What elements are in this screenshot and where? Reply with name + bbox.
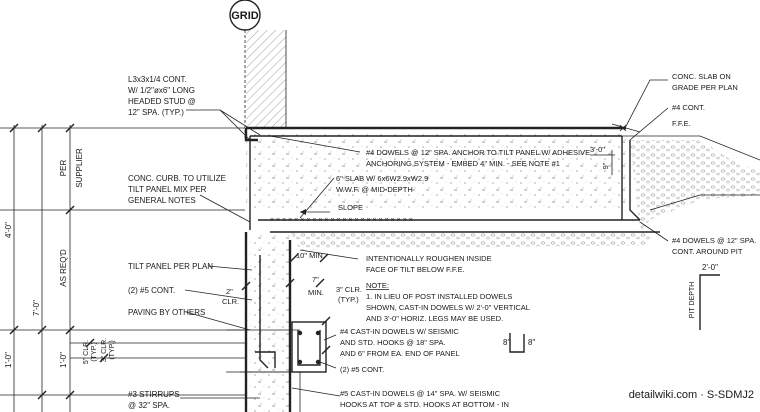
note-slab-0: 6" SLAB W/ 6x6W2.9xW2.9 (336, 174, 428, 183)
grid-marker: GRID (229, 0, 261, 140)
note-min7a: 7" (312, 275, 319, 284)
dim-1ft-a: 1'-0" (4, 352, 13, 368)
note-curb-1: TILT PANEL MIX PER (128, 185, 207, 194)
footing (226, 232, 331, 412)
note-castin4-2: AND 6" FROM EA. END OF PANEL (340, 349, 460, 358)
note-slope: SLOPE (338, 203, 363, 212)
dim-1ft-b: 1'-0" (59, 352, 68, 368)
note-angle-1: W/ 1/2"øx6" LONG (128, 86, 195, 95)
note-stirrups-0: #3 STIRRUPS (128, 390, 180, 399)
note-angle-0: L3x3x1/4 CONT. (128, 75, 187, 84)
note-roughen-1: FACE OF TILT BELOW F.F.E. (366, 265, 465, 274)
pit-depth-hook: 2'-0" PIT DEPTH (689, 263, 720, 330)
note-cont5: (2) #5 CONT. (128, 286, 175, 295)
note-castin4-0: #4 CAST-IN DOWELS W/ SEISMIC (340, 327, 459, 336)
note-dowels-pit-1: CONT. AROUND PIT (672, 247, 743, 256)
dim-supplier: SUPPLIER (75, 148, 84, 188)
note-castin5-1: HOOKS AT TOP & STD. HOOKS AT BOTTOM - IN (340, 400, 509, 409)
note-line-2: AND 3'-0" HORIZ. LEGS MAY BE USED. (366, 314, 503, 323)
tilt-panel-upper (246, 30, 287, 130)
note-angle-3: 12" SPA. (TYP.) (128, 108, 184, 117)
note-cont5b: (2) #5 CONT. (340, 365, 384, 374)
dim-per: PER (59, 160, 68, 177)
dim-3clr: 3" CLR. (101, 338, 108, 362)
note-clr3a: 3" CLR. (336, 285, 362, 294)
note-dim30: 3'-0" (590, 145, 605, 154)
note-clr2a: 2" (226, 287, 233, 296)
note-dim9: 9" (601, 162, 610, 169)
dim-as-reqd: AS REQ'D (59, 249, 68, 287)
note-curb-0: CONC. CURB. TO UTILIZE (128, 174, 226, 183)
note-castin4-1: AND STD. HOOKS @ 18" SPA. (340, 338, 446, 347)
dim-5clr-typ: (TYP.) (91, 342, 98, 361)
note-conc-slab-0: CONC. SLAB ON (672, 72, 731, 81)
left-dimension-string: PER SUPPLIER 4'-0" AS REQ'D 7'-0" 1'-0" … (0, 123, 245, 412)
pit-depth-label: PIT DEPTH (689, 282, 696, 318)
hook-8b: 8" (528, 338, 535, 347)
note-ffe: F.F.E. (672, 119, 691, 128)
dim-3clr-typ: (TYP.) (109, 340, 116, 359)
note-cont4: #4 CONT. (672, 103, 705, 112)
dim-7ft: 7'-0" (32, 300, 41, 316)
note-stirrups-1: @ 32" SPA. (128, 401, 170, 410)
note-angle-2: HEADED STUD @ (128, 97, 196, 106)
concrete-curb-wall: × × × × × × × × × × × × × × × × × × × × … (244, 126, 660, 233)
dim-5clr: 5" CLR. (83, 340, 90, 364)
dim-4ft: 4'-0" (4, 222, 13, 238)
pit-rebar (590, 123, 641, 221)
note-dowels-top-0: #4 DOWELS @ 12" SPA. ANCHOR TO TILT PANE… (366, 148, 590, 157)
note-min7b: MIN. (308, 288, 324, 297)
watermark: detailwiki.com · S-SDMJ2 (629, 389, 754, 401)
leader-lines (180, 79, 669, 399)
note-title: NOTE: (366, 281, 389, 290)
note-tilt-panel: TILT PANEL PER PLAN (128, 262, 213, 271)
cast-in-hook-sketch: 8" 8" (503, 333, 535, 353)
note-clr3b: (TYP.) (338, 295, 359, 304)
note-curb-2: GENERAL NOTES (128, 196, 196, 205)
note-slab-1: W.W.F. @ MID-DEPTH (336, 185, 413, 194)
grid-label: GRID (231, 10, 259, 22)
note-paving: PAVING BY OTHERS (128, 308, 205, 317)
note-min10: 10" MIN. (296, 251, 325, 260)
hook-8a: 8" (503, 338, 510, 347)
pit-dim: 2'-0" (702, 263, 718, 272)
notes-left: L3x3x1/4 CONT. W/ 1/2"øx6" LONG HEADED S… (128, 75, 226, 410)
svg-text:× × × × × × × × × ×: × × × × × × × × × × × × × × × × × × × × … (270, 217, 413, 224)
note-roughen-0: INTENTIONALLY ROUGHEN INSIDE (366, 254, 492, 263)
note-dowels-pit-0: #4 DOWELS @ 12" SPA. (672, 236, 756, 245)
note-line-1: SHOWN, CAST-IN DOWELS W/ 2'-0" VERTICAL (366, 303, 530, 312)
notes-right: CONC. SLAB ON GRADE PER PLAN #4 CONT. F.… (590, 72, 756, 256)
notes-center: #4 DOWELS @ 12" SPA. ANCHOR TO TILT PANE… (222, 148, 590, 409)
note-line-0: 1. IN LIEU OF POST INSTALLED DOWELS (366, 292, 512, 301)
note-clr2b: CLR. (222, 297, 239, 306)
note-conc-slab-1: GRADE PER PLAN (672, 83, 738, 92)
note-castin5-0: #5 CAST-IN DOWELS @ 14" SPA. W/ SEISMIC (340, 389, 501, 398)
gravel-base (290, 135, 760, 250)
note-dowels-top-1: ANCHORING SYSTEM - EMBED 4" MIN. - SEE N… (366, 159, 560, 168)
